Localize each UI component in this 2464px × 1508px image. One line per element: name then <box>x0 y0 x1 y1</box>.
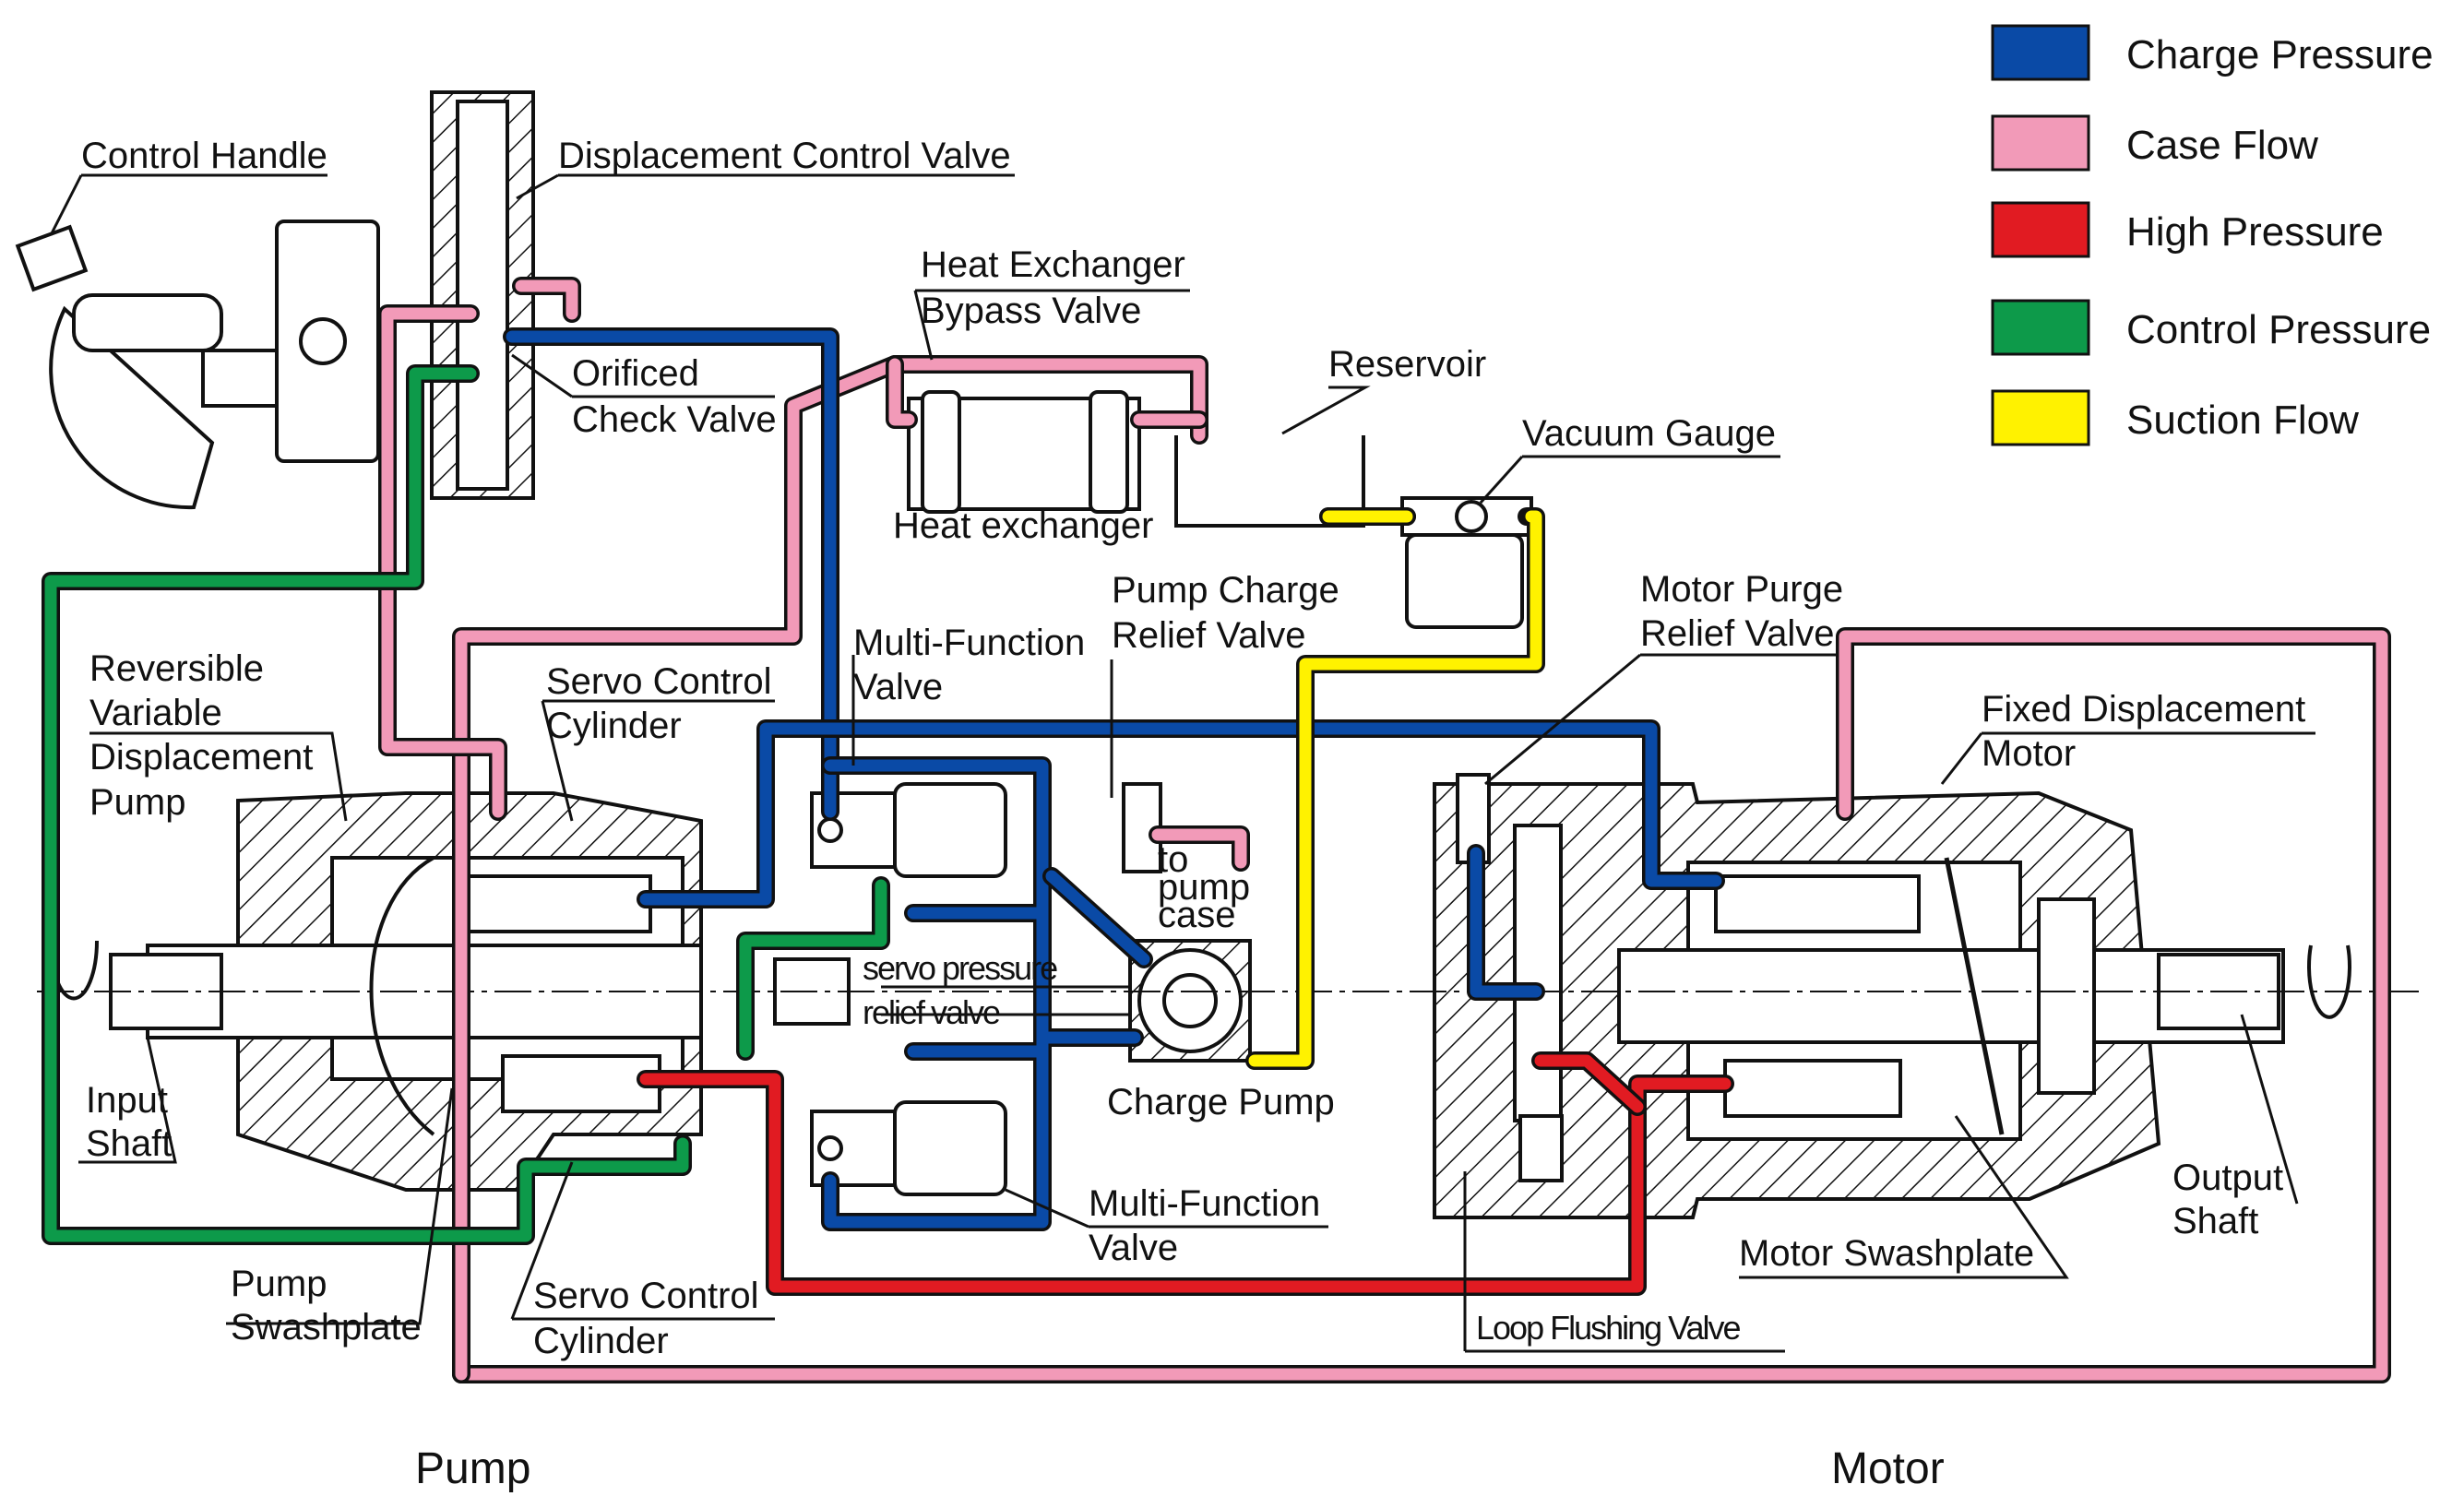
label-servo-top-2: Cylinder <box>546 706 682 746</box>
label-motor-swashplate: Motor Swashplate <box>1739 1233 2034 1274</box>
legend-label-control-pressure: Control Pressure <box>2126 307 2431 352</box>
label-to-pump-case-1: to <box>1158 839 1188 880</box>
label-heat-exchanger-bypass-2: Bypass Valve <box>921 291 1141 331</box>
label-displacement-control-valve: Displacement Control Valve <box>558 136 1011 176</box>
legend-label-high-pressure: High Pressure <box>2126 209 2384 255</box>
label-servo-bottom-2: Cylinder <box>533 1321 669 1361</box>
legend: Charge Pressure Case Flow High Pressure … <box>1991 24 2434 446</box>
control-pressure-line <box>42 364 890 1245</box>
pump-servo-piston-top <box>464 874 652 933</box>
multi-function-valve-top <box>810 782 1007 878</box>
flow-lines <box>42 277 2391 1383</box>
legend-swatch-control-pressure <box>1991 299 2090 356</box>
label-fixed-motor-2: Motor <box>1982 733 2076 774</box>
label-servo-bottom-1: Servo Control <box>533 1276 759 1316</box>
label-vacuum-gauge: Vacuum Gauge <box>1522 413 1776 454</box>
label-reservoir: Reservoir <box>1328 344 1486 385</box>
label-motor-purge-1: Motor Purge <box>1640 569 1843 610</box>
label-control-handle: Control Handle <box>81 136 327 176</box>
label-to-pump-case-2: pump <box>1158 867 1250 908</box>
label-heat-exchanger: Heat exchanger <box>893 505 1153 546</box>
pump-servo-piston-bottom <box>501 1054 661 1113</box>
label-mfv-top-2: Valve <box>853 667 943 707</box>
label-input-shaft-1: Input <box>86 1080 168 1121</box>
label-to-pump-case-3: case <box>1158 895 1236 935</box>
pump-body <box>146 791 703 1192</box>
label-motor-purge-2: Relief Valve <box>1640 613 1834 654</box>
label-section-pump: Pump <box>415 1444 530 1493</box>
label-input-shaft-2: Shaft <box>86 1123 172 1164</box>
label-rvdp-4: Pump <box>89 782 186 823</box>
label-pump-charge-1: Pump Charge <box>1112 570 1339 611</box>
label-rvdp-2: Variable <box>89 693 222 733</box>
reservoir <box>1174 435 1365 528</box>
label-mfv-bottom-2: Valve <box>1089 1228 1178 1268</box>
label-rvdp-3: Displacement <box>89 737 313 778</box>
legend-swatch-charge-pressure <box>1991 24 2090 81</box>
label-mfv-bottom-1: Multi-Function <box>1089 1183 1320 1224</box>
output-rotation-arrow <box>2307 944 2351 1019</box>
multi-function-valve-bottom <box>810 1100 1007 1196</box>
label-output-shaft-2: Shaft <box>2172 1201 2258 1241</box>
suction-flow-line <box>1245 507 1545 1070</box>
label-section-motor: Motor <box>1831 1444 1945 1493</box>
label-servo-relief-2: relief valve <box>863 993 1000 1031</box>
label-heat-exchanger-bypass-1: Heat Exchanger <box>921 244 1185 285</box>
label-servo-relief-1: servo pressure <box>863 949 1057 987</box>
motor-swashplate <box>1944 857 2005 1135</box>
label-charge-pump: Charge Pump <box>1107 1082 1335 1122</box>
heat-exchanger <box>907 390 1141 514</box>
legend-swatch-high-pressure <box>1991 201 2090 258</box>
high-pressure-line <box>637 1051 1734 1296</box>
motor-bearing <box>2037 897 2096 1095</box>
label-pump-swashplate-1: Pump <box>231 1264 327 1304</box>
motor-piston-top <box>1714 874 1921 933</box>
label-pump-charge-2: Relief Valve <box>1112 615 1305 656</box>
label-rvdp-1: Reversible <box>89 648 264 689</box>
case-flow-line <box>378 277 2391 1383</box>
legend-swatch-suction-flow <box>1991 389 2090 446</box>
legend-swatch-case-flow <box>1991 114 2090 172</box>
label-pump-swashplate-2: Swashplate <box>231 1307 422 1348</box>
label-orificed-2: Check Valve <box>572 399 777 440</box>
label-servo-top-1: Servo Control <box>546 661 772 702</box>
control-handle-assembly <box>15 220 389 510</box>
displacement-control-valve-body <box>430 90 535 500</box>
labels: Control Handle Displacement Control Valv… <box>81 136 2305 1493</box>
motor-piston-bottom <box>1723 1059 1902 1118</box>
label-mfv-top-1: Multi-Function <box>853 623 1085 663</box>
legend-label-suction-flow: Suction Flow <box>2126 398 2359 443</box>
loop-flushing-valve <box>1513 824 1564 1182</box>
filter-and-vacuum-gauge <box>1400 496 1533 629</box>
legend-label-case-flow: Case Flow <box>2126 123 2318 168</box>
control-handle <box>15 224 89 292</box>
label-orificed-1: Orificed <box>572 353 699 394</box>
label-output-shaft-1: Output <box>2172 1158 2283 1198</box>
label-fixed-motor-1: Fixed Displacement <box>1982 689 2305 730</box>
heat-exchanger-bypass-line <box>886 355 1208 429</box>
legend-label-charge-pressure: Charge Pressure <box>2126 32 2434 77</box>
leader-lines <box>49 173 2315 1353</box>
label-loop-flushing: Loop Flushing Valve <box>1476 1309 1741 1347</box>
pump-swashplate <box>369 856 435 1136</box>
charge-pressure-line <box>503 327 1725 1231</box>
